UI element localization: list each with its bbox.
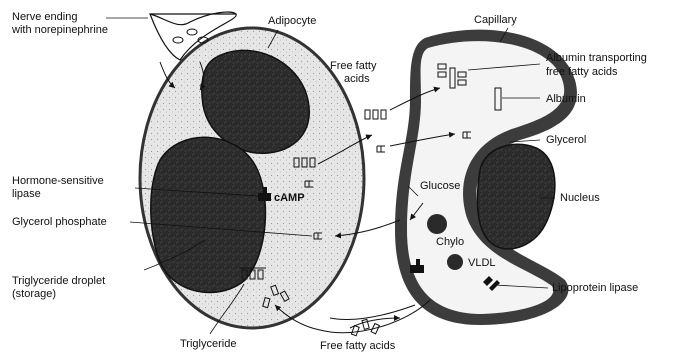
- hormone-sensitive-lipase-label-line2: lipase: [12, 188, 41, 201]
- adipocyte-label: Adipocyte: [268, 15, 316, 28]
- capillary-label: Capillary: [474, 14, 517, 27]
- free-fatty-acids-top-line1: Free fatty: [330, 60, 376, 73]
- nerve-ending-label-line2: with norepinephrine: [12, 24, 108, 37]
- triglyceride-droplet-label-line2: (storage): [12, 288, 56, 301]
- glycerol-phosphate-label: Glycerol phosphate: [12, 216, 107, 229]
- glycerol-label: Glycerol: [546, 134, 586, 147]
- free-fatty-acids-bottom-label: Free fatty acids: [320, 340, 395, 353]
- triglyceride-label: Triglyceride: [180, 338, 236, 351]
- camp-label: cAMP: [274, 192, 305, 205]
- glucose-label: Glucose: [420, 180, 460, 193]
- nucleus-label: Nucleus: [560, 192, 600, 205]
- endothelial-nucleus: [477, 144, 554, 249]
- albumin-transporting-label-line1: Albumin transporting: [546, 52, 647, 65]
- albumin-transporting-label-line2: free fatty acids: [546, 66, 618, 79]
- triglyceride-droplet-label-line1: Triglyceride droplet: [12, 275, 105, 288]
- vldl-label: VLDL: [468, 257, 496, 270]
- triglyceride-droplet-lower: [151, 137, 266, 292]
- free-fatty-acids-top-line2: acids: [344, 73, 370, 86]
- hormone-sensitive-lipase-label-line1: Hormone-sensitive: [12, 175, 104, 188]
- vldl-particle: [447, 254, 463, 270]
- albumin-label: Albumin: [546, 93, 586, 106]
- lipoprotein-lipase-label: Lipoprotein lipase: [552, 282, 638, 295]
- chylo-label: Chylo: [436, 236, 464, 249]
- nerve-ending-label-line1: Nerve ending: [12, 11, 77, 24]
- chylomicron-particle: [427, 214, 447, 234]
